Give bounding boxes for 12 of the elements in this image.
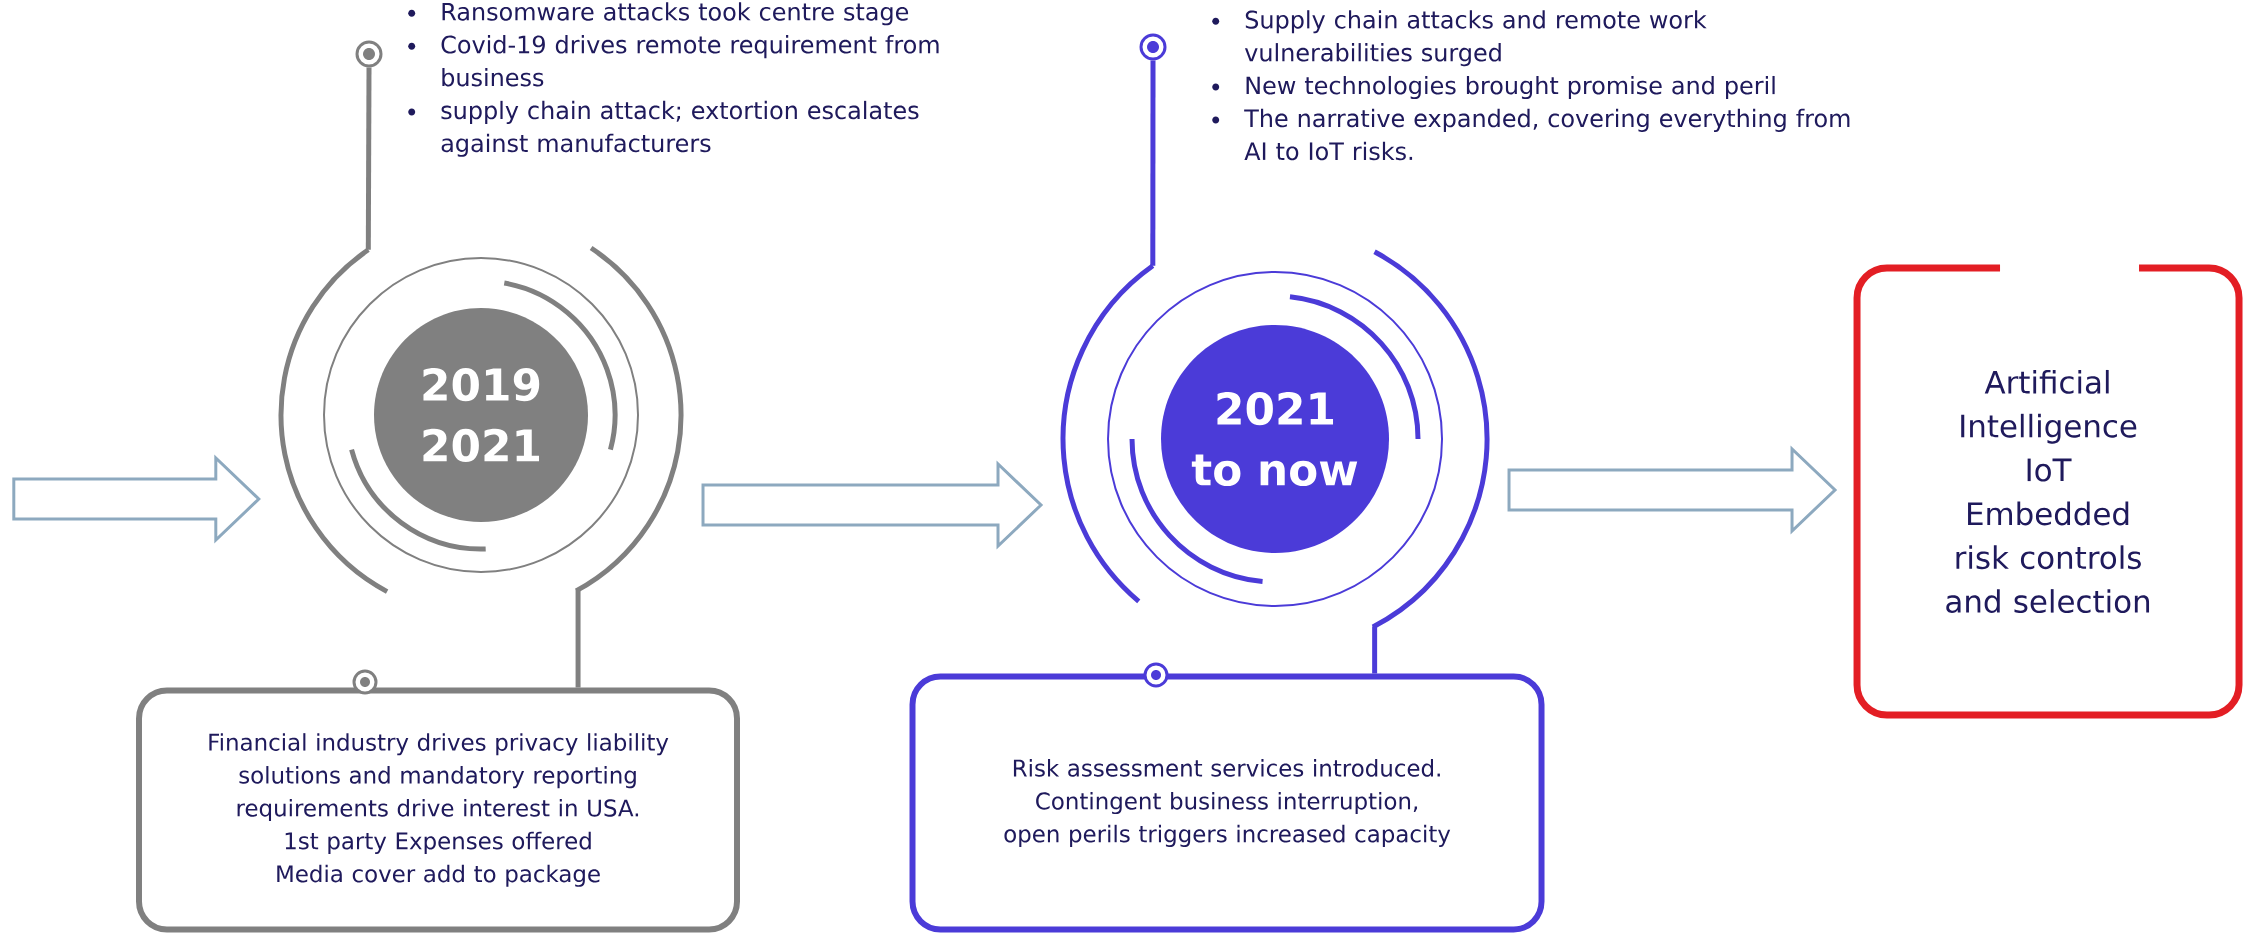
bullet-text: The narrative expanded, covering everything from AI to IoT risks. bbox=[1244, 108, 1850, 161]
rounded-frame: Artificial Intelligence IoT Embedded risk controls and selection bbox=[1853, 264, 2243, 719]
bullet-text: Supply chain attacks and remote work vulnerabilities surged bbox=[1244, 10, 1707, 67]
connector-line bbox=[575, 590, 581, 688]
hollow-arrow bbox=[701, 460, 1044, 550]
hollow-arrow bbox=[12, 454, 261, 544]
text-box: Risk assessment services introduced. Contingent business interruption, open perils triggers increased capacity bbox=[909, 662, 1545, 933]
hollow-arrow bbox=[1507, 445, 1838, 535]
bullet-text: Ransomware attacks took centre stage bbox=[442, 2, 909, 26]
connector-line bbox=[1372, 626, 1378, 674]
text-box: Financial industry drives privacy liability solutions and mandatory reporting requirements drive interest in USA. 1st party Expenses offered Media cover add to package bbox=[136, 669, 740, 933]
bullet-text: New technologies brought promise and peril bbox=[1246, 75, 1775, 100]
